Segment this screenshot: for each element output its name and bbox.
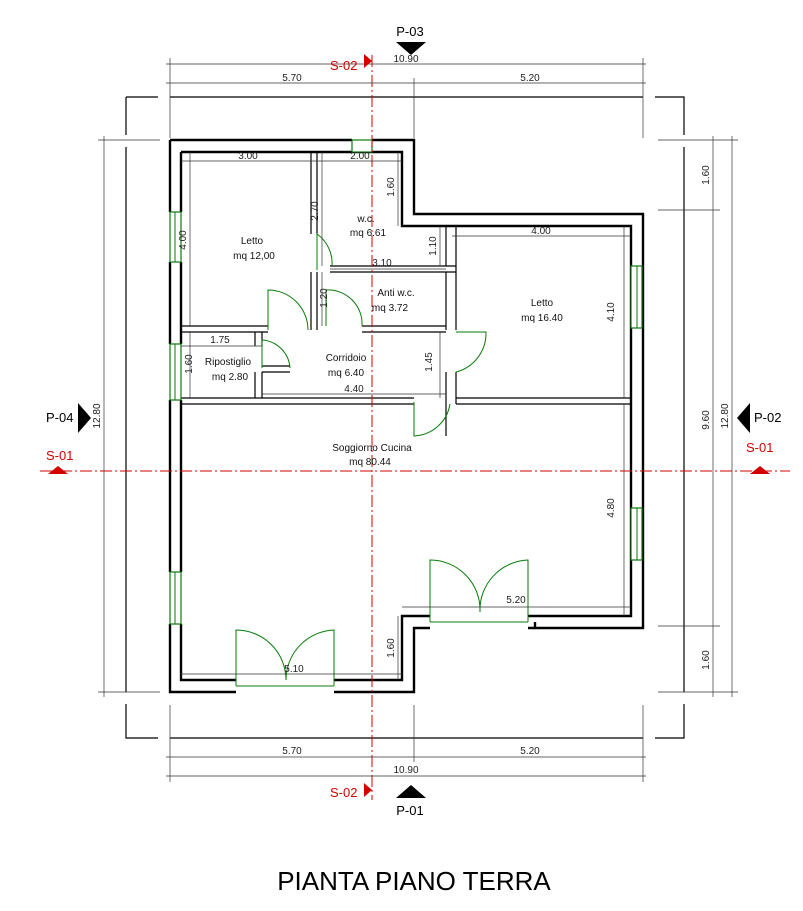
door-wc <box>316 233 333 270</box>
section-arrow-icon <box>364 783 372 797</box>
dim-bottom-total: 10.90 <box>393 765 418 776</box>
dim-rip-width: 1.75 <box>210 335 230 346</box>
triangle-up-icon <box>396 785 426 798</box>
room-corridoio-name: Corridoio <box>326 353 367 364</box>
marker-p-bottom: P-01 <box>396 803 423 818</box>
dim-top-total: 10.90 <box>393 54 418 65</box>
room-labels: Letto mq 12,00 w.c. mq 6.61 Anti w.c. mq… <box>205 214 563 468</box>
interior-walls <box>181 152 631 436</box>
room-soggiorno-area: mq 80.44 <box>349 457 391 468</box>
section-arrow-icon <box>364 54 372 68</box>
room-ripostiglio-name: Ripostiglio <box>205 357 252 368</box>
dim-bottom-left: 5.70 <box>282 746 302 757</box>
dim-rip-height: 1.60 <box>184 354 195 374</box>
section-lines <box>40 55 790 800</box>
dim-step-110: 1.10 <box>428 236 439 256</box>
doors <box>235 233 529 687</box>
outer-outline <box>125 96 685 739</box>
room-letto2-name: Letto <box>531 298 554 309</box>
dim-letto1-height: 4.00 <box>178 230 189 250</box>
marker-p-right: P-02 <box>754 410 781 425</box>
triangle-right-icon <box>78 403 91 433</box>
dim-sogg-step: 1.60 <box>386 638 397 658</box>
dim-sogg-bottom-right: 5.20 <box>506 595 526 606</box>
dim-left-total: 12.80 <box>92 403 103 428</box>
dim-right-total: 12.80 <box>720 403 731 428</box>
dim-corr-width: 4.40 <box>344 384 364 395</box>
marker-s-right: S-01 <box>746 440 773 455</box>
dim-wc-recess: 1.60 <box>386 177 397 197</box>
dim-sogg-bottom-left: 5.10 <box>284 664 304 675</box>
dim-wc-height: 2.70 <box>310 201 321 221</box>
room-corridoio-area: mq 6.40 <box>328 368 365 379</box>
windows <box>169 139 643 625</box>
door-main-bottom <box>235 629 335 686</box>
dim-letto2-width: 4.00 <box>531 226 551 237</box>
triangle-down-icon <box>396 42 426 55</box>
dim-anti-width: 3.10 <box>372 258 392 269</box>
door-letto2 <box>455 331 487 373</box>
marker-p-top: P-03 <box>396 24 423 39</box>
marker-s-top: S-02 <box>330 58 357 73</box>
room-letto1-area: mq 12,00 <box>233 251 275 262</box>
view-markers: P-03 P-01 P-04 P-02 S-02 S-02 S-01 S-01 <box>46 24 781 818</box>
dim-corr-height: 1.45 <box>424 352 435 372</box>
door-letto1 <box>267 289 309 331</box>
dim-anti-height: 1.20 <box>319 288 330 308</box>
dim-top-right: 5.20 <box>520 73 540 84</box>
door-anti <box>325 289 363 327</box>
dim-bottom-right: 5.20 <box>520 746 540 757</box>
triangle-left-icon <box>737 403 750 433</box>
dim-letto1-width: 3.00 <box>238 151 258 162</box>
dim-wc-width: 2.00 <box>350 151 370 162</box>
dim-top-left: 5.70 <box>282 73 302 84</box>
room-letto1-name: Letto <box>241 236 264 247</box>
section-arrow-icon <box>48 466 68 474</box>
marker-s-left: S-01 <box>46 448 73 463</box>
room-anti-name: Anti w.c. <box>377 288 414 299</box>
door-soggiorno <box>413 402 451 437</box>
dim-right-bottom: 1.60 <box>701 650 712 670</box>
section-arrow-icon <box>750 466 770 474</box>
dim-right-top: 1.60 <box>701 165 712 185</box>
dim-letto2-height: 4.10 <box>606 302 617 322</box>
room-soggiorno-name: Soggiorno Cucina <box>332 443 412 454</box>
room-wc-name: w.c. <box>356 214 374 225</box>
room-wc-area: mq 6.61 <box>350 228 387 239</box>
marker-p-left: P-04 <box>46 410 73 425</box>
drawing-title: PIANTA PIANO TERRA <box>277 866 551 896</box>
marker-s-bottom: S-02 <box>330 785 357 800</box>
door-ripostiglio <box>261 339 291 369</box>
dimension-lines: 10.90 5.70 5.20 5.70 5.20 10.90 12.80 1.… <box>92 54 738 782</box>
dim-right-mid: 9.60 <box>701 410 712 430</box>
room-letto2-area: mq 16.40 <box>521 313 563 324</box>
room-anti-area: mq 3.72 <box>372 303 409 314</box>
room-ripostiglio-area: mq 2.80 <box>212 372 249 383</box>
dim-sogg-height: 4.80 <box>606 498 617 518</box>
exterior-walls <box>168 138 645 694</box>
door-main-right <box>429 559 529 622</box>
